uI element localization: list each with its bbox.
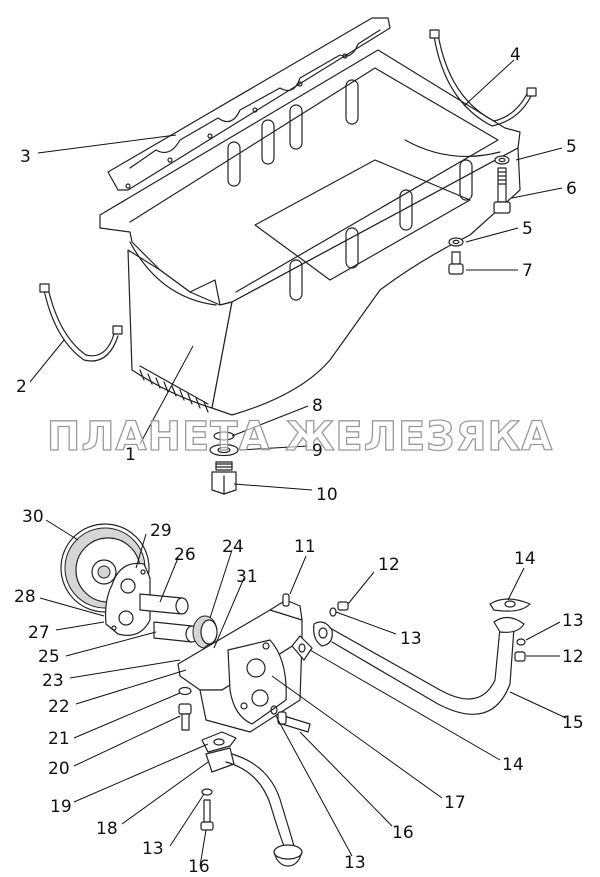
callout-5: 5 xyxy=(566,137,577,157)
callout-9: 9 xyxy=(312,441,323,461)
callout-15: 15 xyxy=(562,713,584,733)
tube-fittings-right xyxy=(489,598,531,662)
callout-11: 11 xyxy=(294,537,316,557)
callout-14: 14 xyxy=(514,549,536,569)
callout-7: 7 xyxy=(522,261,533,281)
callout-12: 12 xyxy=(378,555,400,575)
pump-bolt-left xyxy=(178,686,192,731)
callout-19: 19 xyxy=(50,797,72,817)
callout-labels: 3 4 5 6 5 7 1 2 8 9 10 11 12 13 14 13 12… xyxy=(14,45,584,877)
callout-13: 13 xyxy=(344,853,366,873)
callout-14: 14 xyxy=(502,755,524,775)
pump-bolt-center xyxy=(270,705,311,733)
callout-21: 21 xyxy=(48,729,70,749)
callout-25: 25 xyxy=(38,647,60,667)
callout-12: 12 xyxy=(562,647,584,667)
callout-8: 8 xyxy=(312,396,323,416)
leader-lines xyxy=(29,59,567,867)
pan-gasket xyxy=(107,17,391,191)
callout-3: 3 xyxy=(20,147,31,167)
pressure-tube xyxy=(329,616,525,715)
callout-29: 29 xyxy=(150,521,172,541)
pump-shafts xyxy=(139,593,199,643)
callout-22: 22 xyxy=(48,697,70,717)
front-seal xyxy=(39,283,123,362)
callout-16: 16 xyxy=(392,823,414,843)
callout-31: 31 xyxy=(236,567,258,587)
drain-plug-stack xyxy=(209,431,239,495)
callout-20: 20 xyxy=(48,759,70,779)
callout-16: 16 xyxy=(188,857,210,877)
callout-1: 1 xyxy=(125,445,136,465)
pan-bolts-right xyxy=(448,155,511,275)
callout-23: 23 xyxy=(42,671,64,691)
callout-28: 28 xyxy=(14,587,36,607)
tube-fittings-left xyxy=(291,601,349,661)
rear-seal xyxy=(429,29,537,127)
callout-13: 13 xyxy=(400,629,422,649)
callout-26: 26 xyxy=(174,545,196,565)
dowel-pin xyxy=(282,593,290,607)
callout-4: 4 xyxy=(510,45,521,65)
callout-5: 5 xyxy=(522,219,533,239)
callout-2: 2 xyxy=(16,377,27,397)
suction-tube xyxy=(205,747,303,867)
strainer-bolt xyxy=(200,788,214,831)
suction-gasket xyxy=(201,731,237,753)
callout-17: 17 xyxy=(444,793,466,813)
watermark-text: ПЛАНЕТА ЖЕЛЕЗЯКА xyxy=(47,414,553,460)
callout-6: 6 xyxy=(566,179,577,199)
callout-30: 30 xyxy=(22,507,44,527)
oil-pan xyxy=(99,49,521,416)
callout-10: 10 xyxy=(316,485,338,505)
callout-27: 27 xyxy=(28,623,50,643)
callout-18: 18 xyxy=(96,819,118,839)
callout-13: 13 xyxy=(562,611,584,631)
callout-13: 13 xyxy=(142,839,164,859)
callout-24: 24 xyxy=(222,537,244,557)
pump-cover-plate xyxy=(105,562,151,636)
